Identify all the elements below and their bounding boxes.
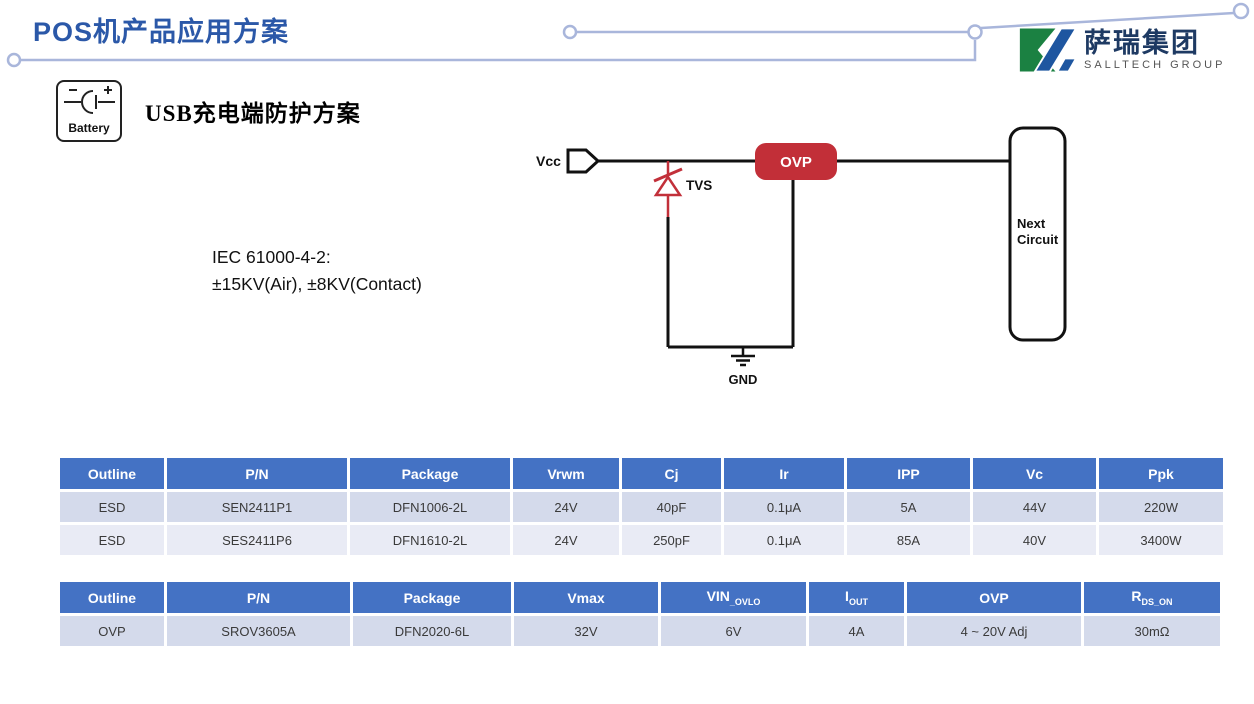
next-circuit-label-line2: Circuit [1017, 232, 1059, 247]
cell: SES2411P6 [167, 525, 347, 555]
col-header: VIN_OVLO [661, 582, 806, 613]
col-header: IOUT [809, 582, 904, 613]
ovp-block [755, 143, 837, 180]
decor-lines [6, 2, 1250, 68]
cell: 4A [809, 616, 904, 646]
cell: OVP [60, 616, 164, 646]
table-row: ESD SEN2411P1 DFN1006-2L 24V 40pF 0.1μA … [60, 492, 1223, 522]
ovp-label: OVP [780, 154, 812, 171]
col-header: Outline [60, 458, 164, 489]
cell: 24V [513, 525, 619, 555]
gnd-label: GND [729, 372, 758, 387]
cell: 40V [973, 525, 1096, 555]
table-header-row: Outline P/N Package Vmax VIN_OVLO IOUT O… [60, 582, 1220, 613]
cell: 30mΩ [1084, 616, 1220, 646]
battery-icon-label: Battery [68, 121, 110, 135]
cell: 3400W [1099, 525, 1223, 555]
logo-mark-icon [1019, 27, 1076, 73]
tvs-label: TVS [686, 178, 712, 193]
col-header: Outline [60, 582, 164, 613]
col-header: P/N [167, 458, 347, 489]
next-circuit-label-line1: Next [1017, 216, 1046, 231]
page-title: POS机产品应用方案 [33, 17, 290, 47]
cell: SROV3605A [167, 616, 350, 646]
col-header: Ppk [1099, 458, 1223, 489]
col-header: Package [353, 582, 511, 613]
col-header: Vmax [514, 582, 658, 613]
ovp-spec-table: Outline P/N Package Vmax VIN_OVLO IOUT O… [57, 579, 1223, 649]
cell: 6V [661, 616, 806, 646]
cell: 40pF [622, 492, 721, 522]
cell: ESD [60, 525, 164, 555]
cell: 32V [514, 616, 658, 646]
battery-icon: Battery [56, 80, 122, 142]
table-header-row: Outline P/N Package Vrwm Cj Ir IPP Vc Pp… [60, 458, 1223, 489]
table-row: OVP SROV3605A DFN2020-6L 32V 6V 4A 4 ~ 2… [60, 616, 1220, 646]
iec-line2: ±15KV(Air), ±8KV(Contact) [212, 274, 422, 294]
cell: 4 ~ 20V Adj [907, 616, 1081, 646]
cell: 220W [1099, 492, 1223, 522]
col-header: Package [350, 458, 510, 489]
col-header: Ir [724, 458, 844, 489]
col-header: P/N [167, 582, 350, 613]
col-header: Vc [973, 458, 1096, 489]
next-circuit-block [1008, 126, 1067, 342]
logo-name-cn: 萨瑞集团 [1084, 28, 1200, 58]
section-heading: USB充电端防护方案 [145, 101, 361, 126]
cell: 0.1μA [724, 525, 844, 555]
iec-line1: IEC 61000-4-2: [212, 247, 331, 267]
company-logo: 萨瑞集团 SALLTECH GROUP [1018, 24, 1248, 76]
col-header: OVP [907, 582, 1081, 613]
col-header: Cj [622, 458, 721, 489]
circuit-diagram: Vcc TVS OVP GND Next Circuit [536, 126, 1067, 387]
table-row: ESD SES2411P6 DFN1610-2L 24V 250pF 0.1μA… [60, 525, 1223, 555]
vcc-label: Vcc [536, 153, 561, 169]
cell: 44V [973, 492, 1096, 522]
cell: 24V [513, 492, 619, 522]
cell: 85A [847, 525, 970, 555]
vcc-connector [566, 148, 601, 174]
cell: DFN2020-6L [353, 616, 511, 646]
cell: 0.1μA [724, 492, 844, 522]
cell: DFN1610-2L [350, 525, 510, 555]
col-header: Vrwm [513, 458, 619, 489]
cell: 250pF [622, 525, 721, 555]
cell: DFN1006-2L [350, 492, 510, 522]
cell: SEN2411P1 [167, 492, 347, 522]
col-header: RDS_ON [1084, 582, 1220, 613]
col-header: IPP [847, 458, 970, 489]
cell: ESD [60, 492, 164, 522]
iec-standard-text: IEC 61000-4-2: ±15KV(Air), ±8KV(Contact) [212, 244, 422, 298]
esd-spec-table: Outline P/N Package Vrwm Cj Ir IPP Vc Pp… [57, 455, 1226, 558]
battery-symbol-icon [64, 86, 115, 114]
cell: 5A [847, 492, 970, 522]
logo-text: 萨瑞集团 SALLTECH GROUP [1084, 29, 1225, 71]
logo-name-en: SALLTECH GROUP [1084, 59, 1226, 71]
